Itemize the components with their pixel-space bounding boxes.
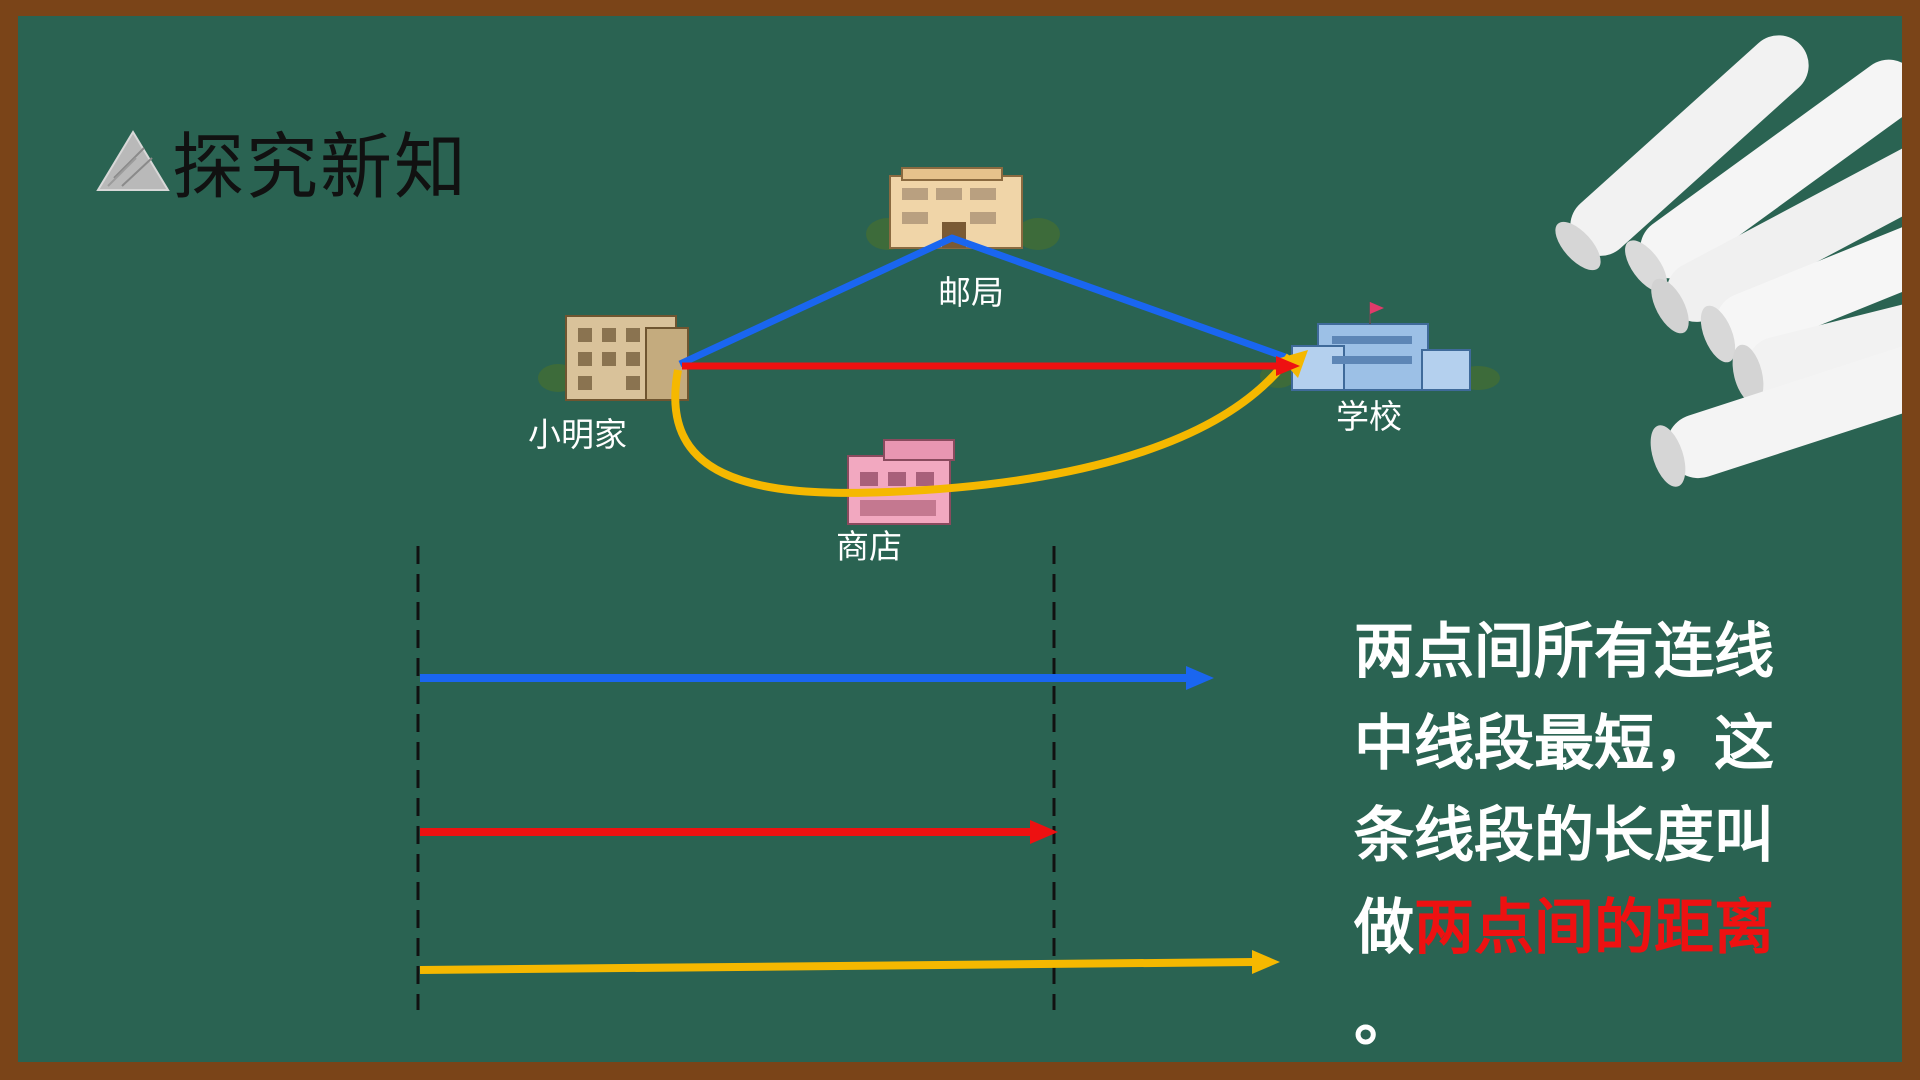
school-building (1260, 302, 1500, 391)
label-home: 小明家 (528, 415, 627, 454)
conclusion-line-4-prefix: 做 (1354, 893, 1414, 963)
conclusion-text: 两点间所有连线 中线段最短，这 条线段的长度叫 做两点间的距离 。 (1354, 606, 1834, 1062)
chalkboard: 探究新知 (18, 16, 1902, 1062)
route-map (416, 167, 1500, 1010)
conclusion-line-2: 中线段最短，这 (1354, 709, 1774, 779)
conclusion-line-4: 做两点间的距离 (1354, 882, 1834, 974)
label-school: 学校 (1336, 397, 1402, 436)
length-bar-blue-arrowhead (1186, 666, 1214, 690)
route-straight-arrowhead (1276, 356, 1300, 376)
chalk-sticks-illustration (1555, 35, 1902, 487)
home-building (538, 315, 689, 401)
label-shop: 商店 (836, 527, 902, 566)
section-title: 探究新知 (94, 108, 468, 213)
page-title: 探究新知 (172, 125, 469, 209)
length-bar-yellow-arrowhead (1252, 950, 1280, 974)
route-via-post-office (678, 234, 1290, 368)
distance-term-highlight: 两点间的距离 (1414, 893, 1774, 963)
post-office-building (866, 167, 1060, 250)
length-bar-red-arrowhead (1030, 820, 1058, 844)
length-bar-yellow (419, 958, 1255, 974)
conclusion-line-3: 条线段的长度叫 (1354, 801, 1774, 871)
route-via-shop (671, 353, 1294, 497)
shop-building (847, 439, 955, 525)
conclusion-line-1: 两点间所有连线 (1354, 617, 1774, 687)
label-post-office: 邮局 (938, 273, 1004, 312)
conclusion-line-5: 。 (1354, 985, 1414, 1055)
chalk-triangle-icon (96, 129, 170, 191)
